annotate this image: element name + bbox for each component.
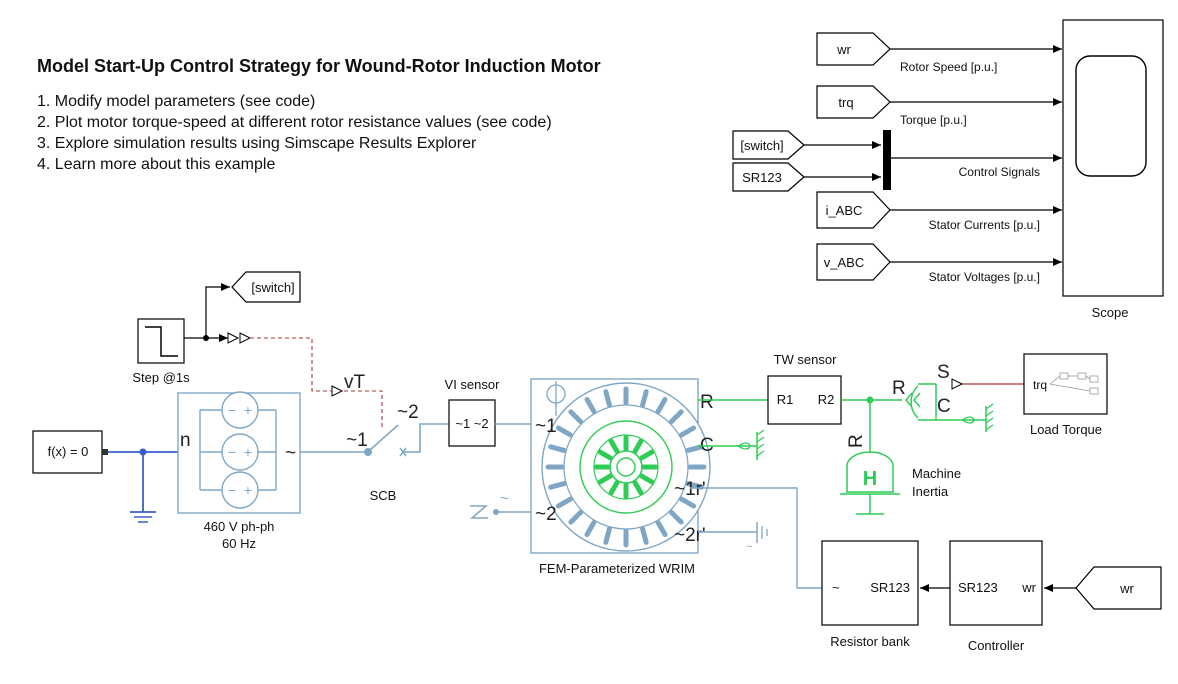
torque-source-s-port: S [937, 362, 950, 383]
svg-text:[switch]: [switch] [251, 280, 294, 295]
svg-text:trq: trq [1033, 378, 1047, 392]
tw-sensor-label: TW sensor [774, 352, 838, 367]
controller-block[interactable]: SR123 wr [949, 540, 1043, 626]
svg-text:~: ~ [832, 580, 840, 595]
simulink-ps-converter[interactable] [227, 332, 252, 344]
step-block[interactable] [137, 318, 185, 364]
scb-label: SCB [370, 488, 397, 503]
svg-text:SR123: SR123 [870, 580, 910, 595]
svg-text:~: ~ [746, 541, 752, 553]
from-block-i-abc[interactable]: i_ABC [816, 191, 891, 229]
svg-text:+: + [244, 482, 252, 498]
svg-text:wr: wr [1119, 581, 1134, 596]
scope-label: Scope [1092, 305, 1129, 320]
electrical-reference-icon [130, 511, 156, 523]
svg-text:+: + [244, 444, 252, 460]
motor-port-2: ~2 [535, 504, 557, 525]
svg-text:f(x) = 0: f(x) = 0 [48, 444, 89, 459]
vt-port-label: vT [344, 372, 366, 393]
svg-text:SR123: SR123 [742, 170, 782, 185]
electrical-ground-icon: ~ [746, 522, 768, 553]
signal-label-stator-voltages: Stator Voltages [p.u.] [929, 270, 1040, 284]
from-block-trq[interactable]: trq [816, 85, 891, 119]
step-plot-torque-speed-link[interactable]: 2. Plot motor torque-speed at different … [37, 114, 552, 131]
inertia-label-line-1: Machine [912, 466, 961, 481]
neutral-ground-icon: ~ [469, 490, 509, 519]
svg-text:~: ~ [500, 490, 509, 507]
tw-sensor-block[interactable]: R1 R2 [767, 375, 842, 425]
svg-text:−: − [228, 482, 236, 498]
step-learn-more-link[interactable]: 4. Learn more about this example [37, 156, 276, 173]
source-tilde-port: ~ [285, 443, 296, 464]
scb-switch-block[interactable] [364, 424, 407, 457]
svg-text:[switch]: [switch] [740, 138, 783, 153]
signal-label-control-signals: Control Signals [959, 165, 1040, 179]
inertia-block[interactable]: H [840, 451, 900, 515]
load-torque-label: Load Torque [1030, 422, 1102, 437]
svg-text:trq: trq [838, 95, 853, 110]
motor-port-1r: ~1r' [674, 479, 706, 500]
motor-label: FEM-Parameterized WRIM [539, 561, 695, 576]
svg-text:i_ABC: i_ABC [826, 203, 863, 218]
controller-label: Controller [968, 638, 1025, 653]
svg-text:H: H [863, 468, 877, 490]
svg-text:~1 ~2: ~1 ~2 [455, 416, 488, 431]
svg-text:v_ABC: v_ABC [824, 255, 864, 270]
source-label-frequency: 60 Hz [222, 536, 256, 551]
inertia-label-line-2: Inertia [912, 484, 949, 499]
load-torque-block[interactable]: trq [1023, 353, 1108, 415]
signal-label-stator-currents: Stator Currents [p.u.] [929, 218, 1040, 232]
step-modify-parameters-link[interactable]: 1. Modify model parameters (see code) [37, 93, 316, 110]
motor-port-2r: ~2r' [674, 525, 706, 546]
mux-block[interactable] [883, 130, 891, 190]
vi-sensor-block[interactable]: ~1 ~2 [448, 399, 496, 447]
resistor-bank-block[interactable]: ~ SR123 [821, 540, 919, 626]
svg-text:wr: wr [836, 42, 851, 57]
step-explore-results-link[interactable]: 3. Explore simulation results using Sims… [37, 135, 477, 152]
svg-text:R2: R2 [818, 392, 835, 407]
inertia-r-port: R [846, 434, 867, 448]
goto-block-switch[interactable]: [switch] [231, 271, 301, 303]
signal-label-torque: Torque [p.u.] [900, 113, 967, 127]
svg-text:−: − [228, 402, 236, 418]
signal-label-rotor-speed: Rotor Speed [p.u.] [900, 60, 997, 74]
svg-text:wr: wr [1021, 580, 1036, 595]
scb-port-1: ~1 [346, 430, 368, 451]
vi-sensor-label: VI sensor [445, 377, 501, 392]
torque-source-r-port: R [892, 378, 906, 399]
mechanical-ground-icon [737, 429, 765, 460]
svg-text:SR123: SR123 [958, 580, 998, 595]
from-block-controller-wr[interactable]: wr [1075, 566, 1162, 610]
torque-source-c-port: C [937, 396, 951, 417]
source-label-voltage: 460 V ph-ph [204, 519, 275, 534]
scope-section: wr trq i_ABC v_ABC [switch] SR123 [732, 19, 1164, 320]
from-block-sr123[interactable]: SR123 [732, 162, 805, 192]
svg-text:−: − [228, 444, 236, 460]
resistor-bank-label: Resistor bank [830, 634, 910, 649]
from-block-wr[interactable]: wr [816, 32, 891, 66]
scb-port-2: ~2 [397, 402, 419, 423]
page-title: Model Start-Up Control Strategy for Woun… [37, 56, 601, 76]
svg-text:R1: R1 [777, 392, 794, 407]
torque-source-block[interactable] [905, 383, 937, 421]
step-label: Step @1s [132, 370, 190, 385]
solver-configuration-block[interactable]: f(x) = 0 [32, 430, 103, 474]
wrim-motor-block[interactable] [530, 378, 711, 554]
svg-text:+: + [244, 402, 252, 418]
motor-port-1: ~1 [535, 416, 557, 437]
motor-port-r: R [700, 392, 714, 413]
source-n-port: n [180, 430, 191, 451]
three-phase-source-block[interactable]: − + − + − + [177, 391, 301, 514]
scope-block[interactable] [1062, 19, 1164, 297]
from-block-v-abc[interactable]: v_ABC [816, 243, 891, 281]
mechanical-ground-icon-2 [961, 403, 994, 432]
from-block-switch[interactable]: [switch] [732, 130, 805, 160]
instructions-list: 1. Modify model parameters (see code) 2.… [37, 91, 552, 175]
